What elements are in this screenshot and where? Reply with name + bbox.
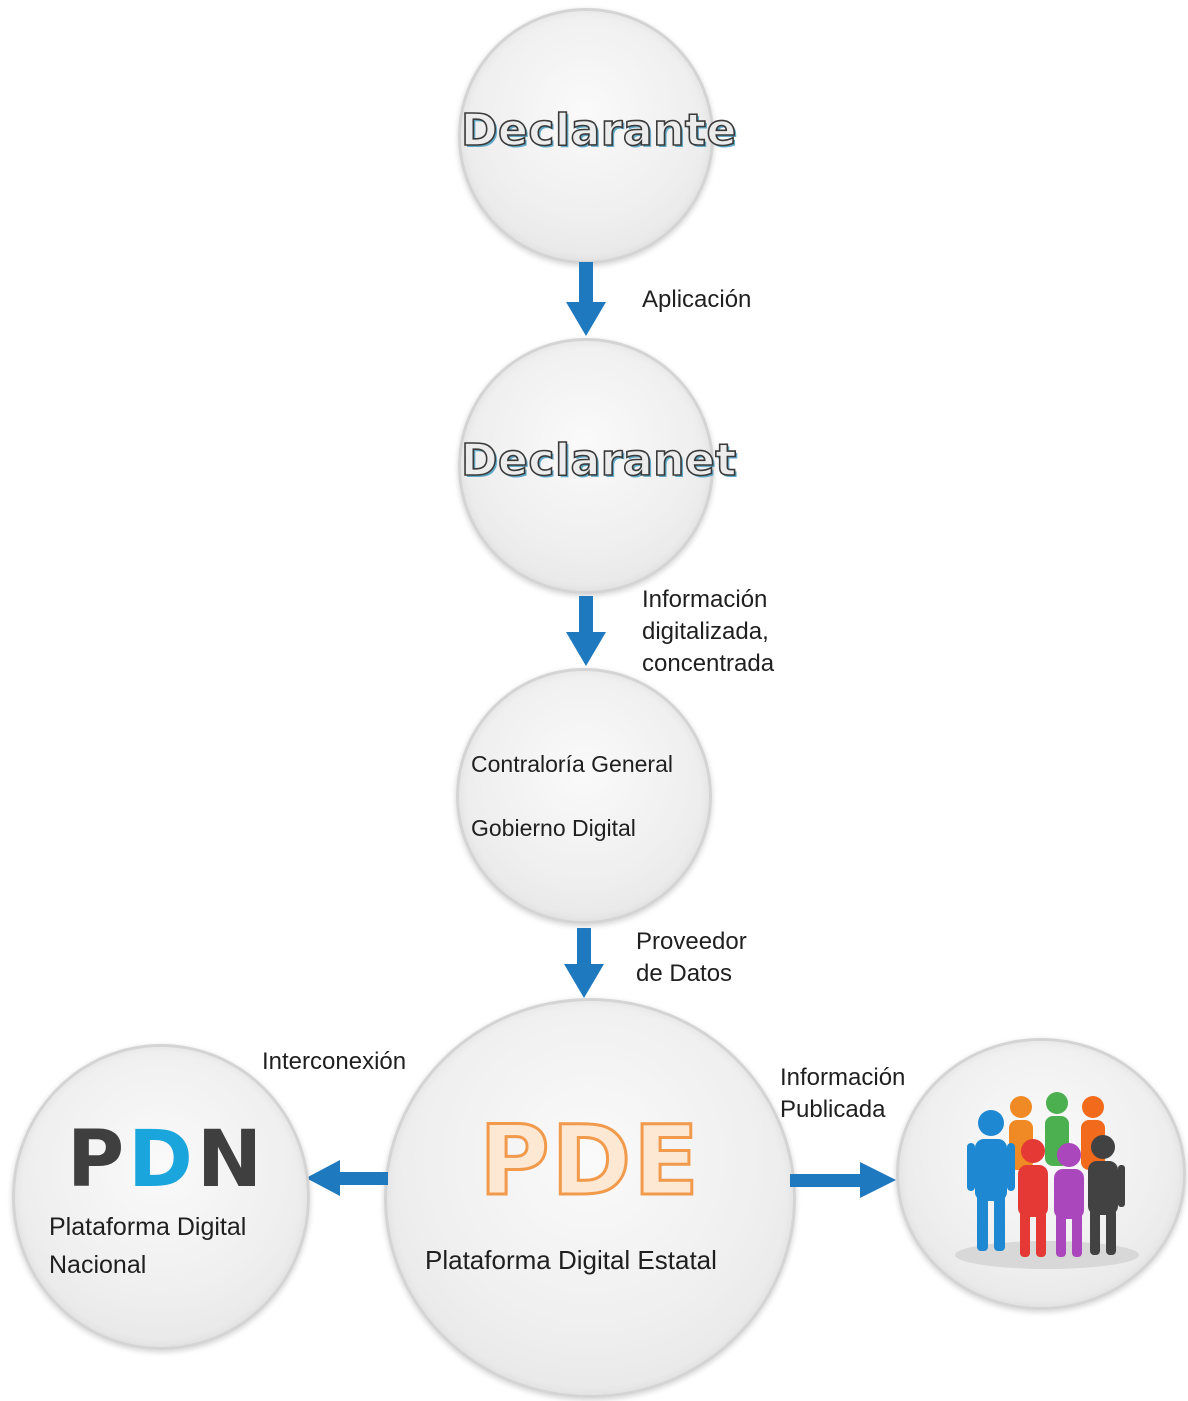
arrow-declaranet-to-contraloria	[566, 596, 606, 666]
pdn-logo-n: N	[196, 1115, 267, 1205]
edge-label-line: Información	[780, 1064, 906, 1091]
declaranet-title: Declaranet	[460, 434, 737, 487]
node-declaranet: Declaranet	[458, 338, 737, 594]
edge-label-line: Proveedor	[636, 928, 747, 955]
pdn-logo: PDN	[67, 1121, 266, 1199]
arrow-declarante-to-declaranet	[566, 262, 606, 336]
pdn-logo-p: P	[67, 1115, 129, 1205]
pde-subtitle: Plataforma Digital Estatal	[425, 1245, 717, 1275]
edge-label-line: de Datos	[636, 960, 733, 987]
edge-label-aplicacion: Aplicación	[642, 286, 752, 313]
arrow-pde-to-pdn	[306, 1160, 388, 1196]
node-pdn: PDN Plataforma Digital Nacional	[12, 1044, 310, 1350]
edge-label-interconexion: Interconexión	[262, 1048, 407, 1075]
declarante-title: Declarante	[460, 104, 737, 157]
pdn-line1: Plataforma Digital	[49, 1213, 247, 1241]
edge-label-proveedor: Proveedor de Datos	[636, 926, 747, 990]
edge-label-line: Publicada	[780, 1096, 886, 1123]
edge-label-informacion-publicada: Información Publicada	[780, 1062, 905, 1126]
arrow-contraloria-to-pde	[564, 928, 604, 998]
pdn-logo-d: D	[128, 1115, 197, 1205]
edge-label-informacion-digitalizada: Información digitalizada, concentrada	[642, 584, 774, 680]
pde-logo: PDE	[478, 1104, 701, 1219]
node-public	[896, 1038, 1186, 1310]
pdn-line2: Nacional	[49, 1251, 147, 1279]
node-contraloria: Contraloría General Gobierno Digital	[456, 668, 712, 924]
contraloria-line1: Contraloría General	[471, 751, 673, 777]
people-group-icon	[955, 1092, 1139, 1269]
edge-label-line: concentrada	[642, 650, 775, 677]
node-declarante: Declarante	[458, 8, 737, 264]
edge-label-line: Información	[642, 586, 768, 613]
contraloria-line2: Gobierno Digital	[471, 815, 636, 841]
arrow-pde-to-public	[790, 1162, 896, 1198]
node-pde: PDE Plataforma Digital Estatal	[384, 998, 796, 1398]
edge-label-line: digitalizada,	[642, 618, 769, 645]
